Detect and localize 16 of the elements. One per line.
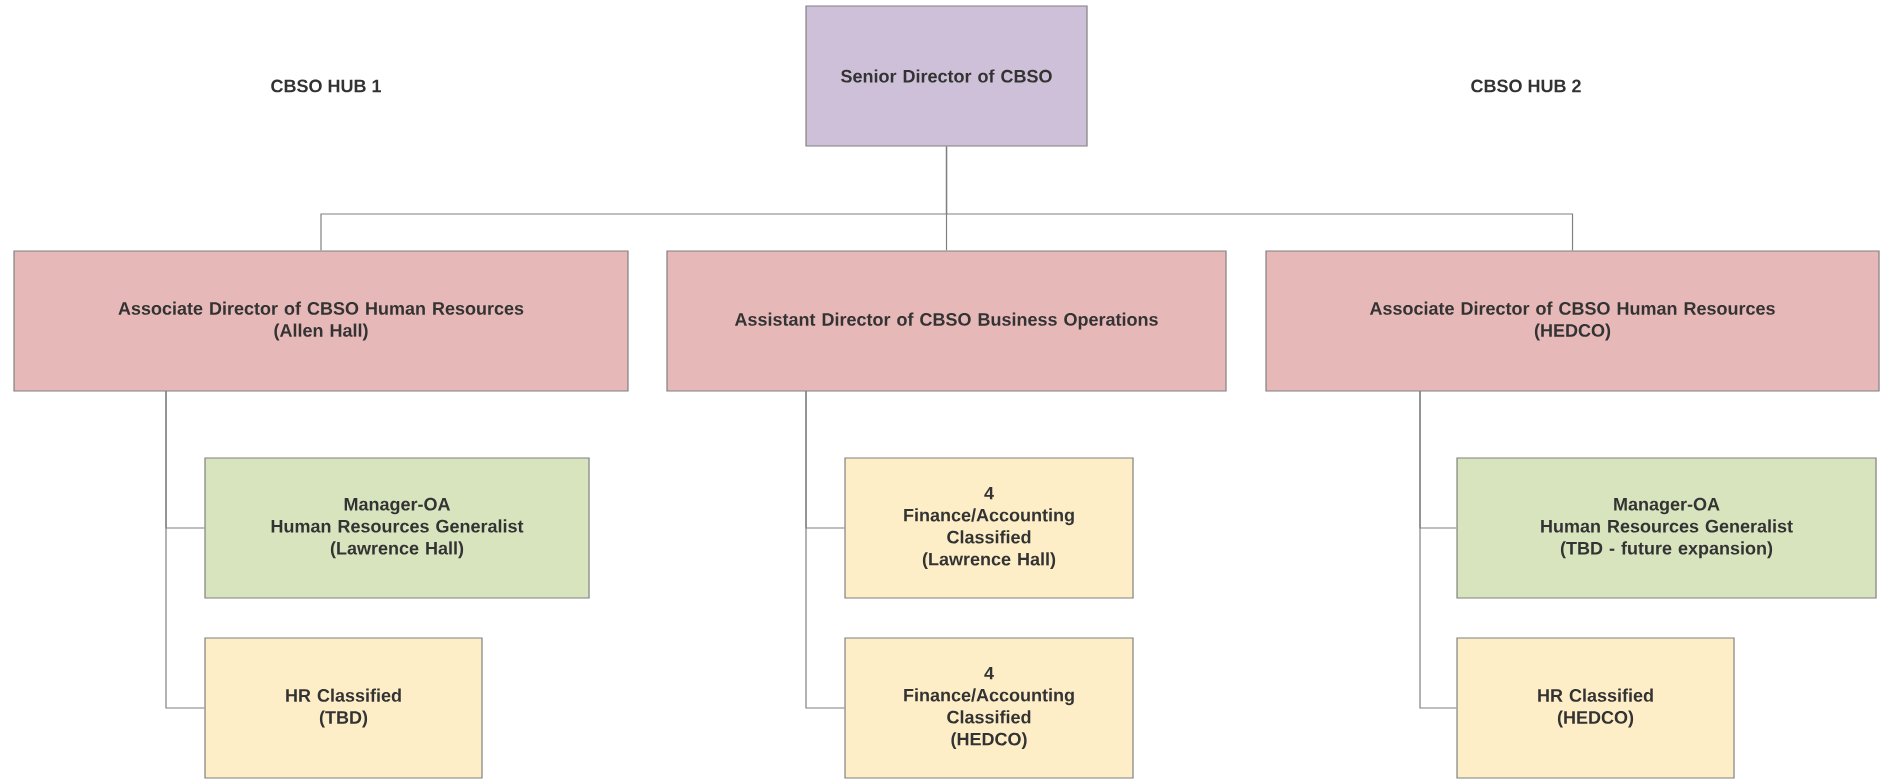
org-box: 4 Finance/Accounting Classified (HEDCO): [844, 637, 1134, 779]
connector-line: [945, 146, 1574, 251]
org-box: Assistant Director of CBSO Business Operations: [666, 250, 1227, 392]
hub-label: CBSO HUB 1: [271, 79, 381, 93]
org-box: Manager-OA Human Resources Generalist (TBD - future expansion): [1456, 457, 1877, 599]
org-box: Associate Director of CBSO Human Resources (HEDCO): [1265, 250, 1880, 392]
org-box: Manager-OA Human Resources Generalist (Lawrence Hall): [204, 457, 590, 599]
org-box: HR Classified (HEDCO): [1456, 637, 1735, 779]
connector-line: [1419, 390, 1457, 709]
org-box: HR Classified (TBD): [204, 637, 483, 779]
org-box: Associate Director of CBSO Human Resources (Allen Hall): [13, 250, 629, 392]
connector-line: [805, 390, 845, 709]
hub-label: CBSO HUB 2: [1471, 79, 1581, 93]
connector-line: [165, 390, 205, 709]
org-box: 4 Finance/Accounting Classified (Lawrence Hall): [844, 457, 1134, 599]
org-box: Senior Director of CBSO: [805, 5, 1088, 147]
